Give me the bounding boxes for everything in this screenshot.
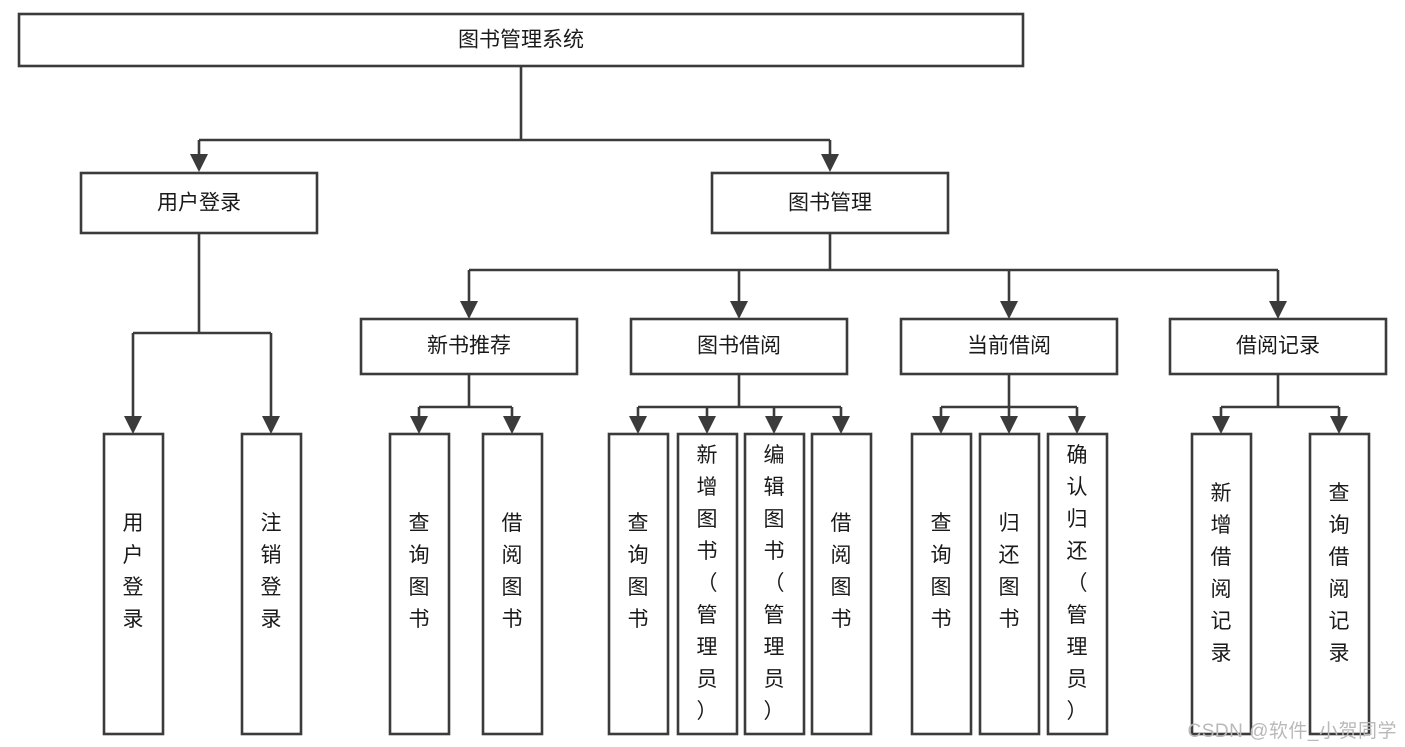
connector-layer (124, 66, 1348, 434)
node-current-borrow-label: 当前借阅 (967, 335, 1051, 358)
node-new-book-recommend-box[interactable] (359, 317, 579, 376)
node-book-management[interactable]: 图书管理 (710, 171, 950, 235)
leaf-box[interactable] (1308, 432, 1371, 736)
node-new-book-recommend-label: 新书推荐 (427, 335, 511, 358)
node-book-borrow-box[interactable] (629, 317, 849, 376)
node-book-borrow[interactable]: 图书借阅 (629, 317, 849, 376)
leaf-label: 借阅图书 (502, 512, 523, 631)
leaf-box[interactable] (978, 432, 1041, 736)
arrowhead-record-l2 (1330, 416, 1348, 434)
leaf-box[interactable] (1190, 432, 1253, 736)
leaf-label: 新增图书（管理员） (697, 444, 718, 723)
leaf-label: 新增借阅记录 (1211, 482, 1232, 665)
leaf-node[interactable]: 查询图书 (388, 432, 451, 736)
node-book-management-box[interactable] (710, 171, 950, 235)
arrowhead-user-leaf2 (262, 416, 280, 434)
node-user-login-box[interactable] (79, 171, 319, 235)
arrowhead-record-l1 (1212, 416, 1230, 434)
arrowhead-current-l1 (932, 416, 950, 434)
leaf-node[interactable]: 新增借阅记录 (1190, 432, 1253, 736)
leaf-node[interactable]: 归还图书 (978, 432, 1041, 736)
arrowhead-root-to-book (821, 154, 839, 172)
arrowhead-borrow-l3 (765, 416, 783, 434)
leaf-node[interactable]: 查询借阅记录 (1308, 432, 1371, 736)
leaf-box[interactable] (388, 432, 451, 736)
leaf-node[interactable]: 借阅图书 (810, 432, 873, 736)
leaf-node[interactable]: 用户登录 (102, 432, 165, 736)
node-root-box[interactable] (17, 12, 1025, 68)
arrowhead-borrow-l1 (629, 416, 647, 434)
leaf-node[interactable]: 新增图书（管理员） (676, 432, 739, 736)
leaf-label: 注销登录 (261, 512, 282, 631)
leaf-box[interactable] (481, 432, 544, 736)
leaf-label: 用户登录 (123, 512, 144, 631)
leaf-label: 查询图书 (409, 512, 430, 631)
leaf-box[interactable] (910, 432, 973, 736)
leaf-node[interactable]: 注销登录 (240, 432, 303, 736)
leaf-label: 归还图书 (999, 512, 1020, 631)
leaf-label: 确认归还（管理员） (1067, 444, 1088, 723)
arrowhead-user-leaf1 (124, 416, 142, 434)
leaf-label: 查询图书 (931, 512, 952, 631)
node-new-book-recommend[interactable]: 新书推荐 (359, 317, 579, 376)
arrowhead-newbook-l1 (410, 416, 428, 434)
leaf-label: 查询借阅记录 (1329, 482, 1350, 665)
leaf-node[interactable]: 确认归还（管理员） (1046, 432, 1109, 736)
arrowhead-root-to-user (190, 154, 208, 172)
arrowhead-book-c1 (460, 301, 478, 319)
leaf-label: 查询图书 (628, 512, 649, 631)
arrowhead-book-c4 (1269, 301, 1287, 319)
leaf-label: 借阅图书 (831, 512, 852, 631)
node-root-label: 图书管理系统 (458, 29, 584, 52)
leaf-box[interactable] (102, 432, 165, 736)
leaf-node[interactable]: 查询图书 (910, 432, 973, 736)
leaf-box[interactable] (810, 432, 873, 736)
node-current-borrow-box[interactable] (899, 317, 1119, 376)
leaf-node[interactable]: 查询图书 (607, 432, 670, 736)
arrowhead-borrow-l2 (698, 416, 716, 434)
node-book-management-label: 图书管理 (788, 192, 872, 215)
node-book-borrow-label: 图书借阅 (697, 335, 781, 358)
node-current-borrow[interactable]: 当前借阅 (899, 317, 1119, 376)
node-borrow-record[interactable]: 借阅记录 (1168, 317, 1388, 376)
leaf-box[interactable] (240, 432, 303, 736)
leaf-box[interactable] (743, 432, 806, 736)
arrowhead-borrow-l4 (832, 416, 850, 434)
node-user-login-label: 用户登录 (157, 192, 241, 215)
node-borrow-record-box[interactable] (1168, 317, 1388, 376)
leaf-box[interactable] (607, 432, 670, 736)
leaf-node[interactable]: 借阅图书 (481, 432, 544, 736)
csdn-watermark: CSDN @软件_小贺同学 (1187, 721, 1397, 742)
node-borrow-record-label: 借阅记录 (1236, 335, 1320, 358)
leaf-box[interactable] (1046, 432, 1109, 736)
leaf-label: 编辑图书（管理员） (764, 444, 785, 723)
arrowhead-current-l2 (1000, 416, 1018, 434)
arrowhead-book-c3 (1000, 301, 1018, 319)
leaf-box[interactable] (676, 432, 739, 736)
arrowhead-book-c2 (730, 301, 748, 319)
node-root[interactable]: 图书管理系统 (17, 12, 1025, 68)
leaf-node[interactable]: 编辑图书（管理员） (743, 432, 806, 736)
arrowhead-newbook-l2 (503, 416, 521, 434)
arrowhead-current-l3 (1068, 416, 1086, 434)
node-user-login[interactable]: 用户登录 (79, 171, 319, 235)
